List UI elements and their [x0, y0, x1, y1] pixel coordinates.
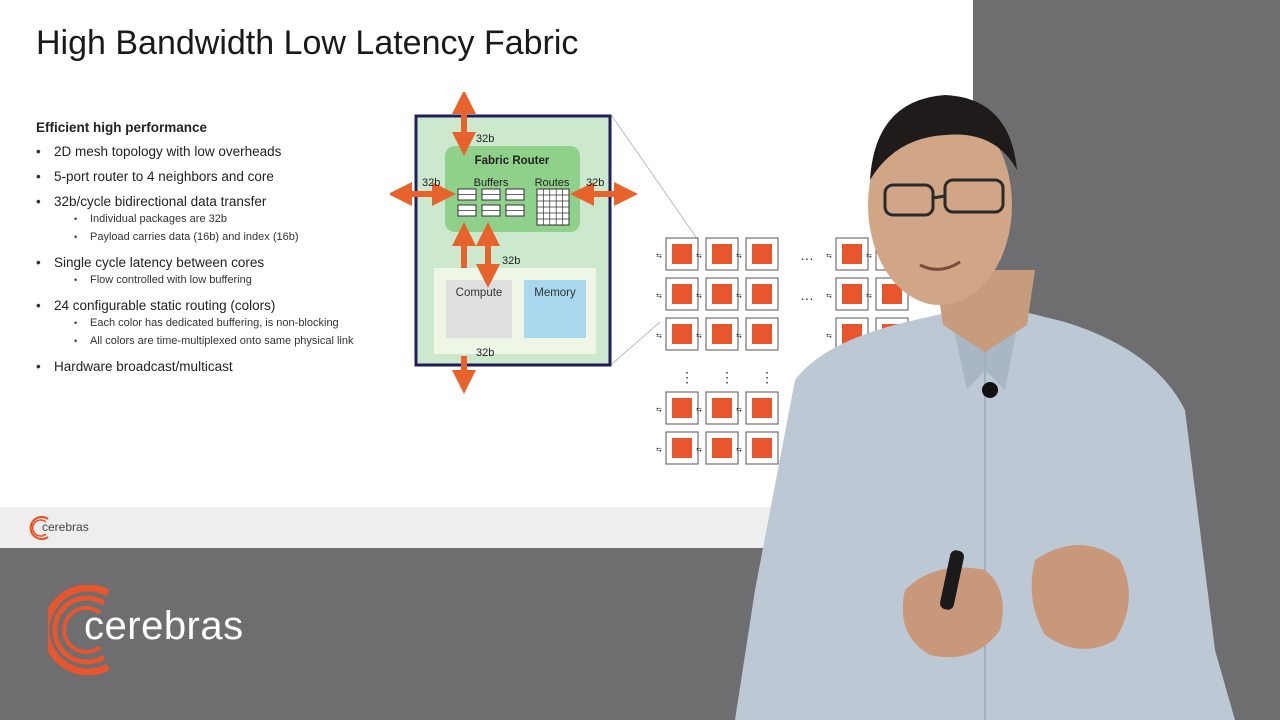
- mesh-core: [712, 324, 732, 344]
- glasses-icon: [883, 183, 935, 217]
- cerebras-logo-icon: [48, 585, 110, 675]
- link-width-label: 32b: [502, 255, 520, 267]
- brand-logo-text: cerebras: [84, 604, 244, 648]
- ellipsis-icon: …: [800, 247, 814, 263]
- bullet-item: 24 configurable static routing (colors): [36, 297, 406, 314]
- presenter-head: [868, 105, 1012, 305]
- mesh-link-icon: ⇆: [696, 447, 702, 454]
- buffers-icon: [457, 188, 525, 217]
- mesh-link-icon: ⇆: [826, 253, 832, 260]
- presenter-mouth: [919, 260, 961, 271]
- mesh-link-icon: ⇆: [736, 253, 742, 260]
- mesh-core: [672, 284, 692, 304]
- mesh-core: [842, 284, 862, 304]
- mesh-core: [752, 438, 772, 458]
- mesh-link-icon: ⇆: [656, 333, 662, 340]
- vertical-ellipsis-icon: ⋮: [760, 369, 774, 385]
- mesh-tile: [705, 277, 739, 311]
- bullet-item: 2D mesh topology with low overheads: [36, 143, 406, 160]
- mesh-link-icon: ⇆: [866, 293, 872, 300]
- mesh-link-icon: ⇆: [656, 253, 662, 260]
- mesh-link-icon: ⇆: [696, 333, 702, 340]
- bullet-list: Efficient high performance 2D mesh topol…: [36, 120, 406, 375]
- vertical-ellipsis-icon: ⋮: [680, 369, 694, 385]
- buffers-label: Buffers: [474, 177, 509, 189]
- link-width-label: 32b: [476, 133, 494, 145]
- routes-label: Routes: [535, 177, 570, 189]
- sub-bullet-item: Each color has dedicated buffering, is n…: [36, 314, 406, 332]
- bullet-item: 32b/cycle bidirectional data transfer: [36, 193, 406, 210]
- bullet-item: Single cycle latency between cores: [36, 254, 406, 271]
- footer-logo-text: cerebras: [42, 520, 89, 534]
- compute-label: Compute: [456, 287, 503, 299]
- sub-bullet-item: All colors are time-multiplexed onto sam…: [36, 332, 406, 350]
- mesh-link-icon: ⇆: [696, 293, 702, 300]
- presenter: [735, 95, 1235, 720]
- bullet-item: 5-port router to 4 neighbors and core: [36, 168, 406, 185]
- lapel-microphone-icon: [982, 382, 998, 398]
- presenter-right-hand: [1031, 545, 1129, 649]
- routes-grid-icon: [536, 188, 570, 226]
- sub-bullet-item: Payload carries data (16b) and index (16…: [36, 228, 406, 246]
- section-heading: Efficient high performance: [36, 120, 208, 135]
- mesh-link-icon: ⇆: [696, 253, 702, 260]
- mesh-core: [752, 244, 772, 264]
- sub-bullet-item: Flow controlled with low buffering: [36, 271, 406, 289]
- link-width-label: 32b: [422, 177, 440, 189]
- zoom-line: [611, 115, 699, 241]
- mesh-link-icon: ⇆: [656, 407, 662, 414]
- presenter-left-hand: [902, 567, 1003, 658]
- memory-block: [524, 280, 586, 338]
- link-width-label: 32b: [586, 177, 604, 189]
- mesh-link-icon: ⇆: [656, 447, 662, 454]
- slide-title: High Bandwidth Low Latency Fabric: [36, 24, 579, 62]
- mesh-link-icon: ⇆: [736, 407, 742, 414]
- presenter-hair: [870, 95, 1017, 180]
- mesh-link-icon: ⇆: [866, 253, 872, 260]
- clicker-remote-icon: [940, 550, 964, 610]
- mesh-core: [752, 324, 772, 344]
- mesh-link-icon: ⇆: [656, 293, 662, 300]
- mesh-core: [882, 284, 902, 304]
- mesh-link-icon: ⇆: [696, 407, 702, 414]
- mesh-core: [842, 244, 862, 264]
- mesh-link-icon: ⇆: [736, 293, 742, 300]
- mesh-core: [752, 398, 772, 418]
- mesh-core: [712, 284, 732, 304]
- compute-block: [446, 280, 512, 338]
- mesh-core: [712, 438, 732, 458]
- mesh-core: [712, 244, 732, 264]
- sub-bullet-item: Individual packages are 32b: [36, 210, 406, 228]
- mesh-link-icon: ⇆: [826, 333, 832, 340]
- mesh-link-icon: ⇆: [826, 293, 832, 300]
- ellipsis-icon: …: [800, 287, 814, 303]
- router-label: Fabric Router: [475, 155, 550, 167]
- cerebras-logo-icon: [29, 515, 49, 541]
- mesh-core: [672, 244, 692, 264]
- vertical-ellipsis-icon: ⋮: [720, 369, 734, 385]
- mesh-core: [672, 438, 692, 458]
- mesh-link-icon: ⇆: [736, 447, 742, 454]
- mesh-core: [672, 398, 692, 418]
- mesh-link-icon: ⇆: [736, 333, 742, 340]
- bullet-item: Hardware broadcast/multicast: [36, 358, 406, 375]
- mesh-core: [712, 398, 732, 418]
- mesh-tile: [665, 317, 699, 351]
- presenter-collar: [950, 312, 1020, 390]
- link-width-label: 32b: [476, 347, 494, 359]
- mesh-core: [752, 284, 772, 304]
- mesh-core: [672, 324, 692, 344]
- zoom-line: [611, 321, 661, 365]
- memory-label: Memory: [534, 287, 576, 299]
